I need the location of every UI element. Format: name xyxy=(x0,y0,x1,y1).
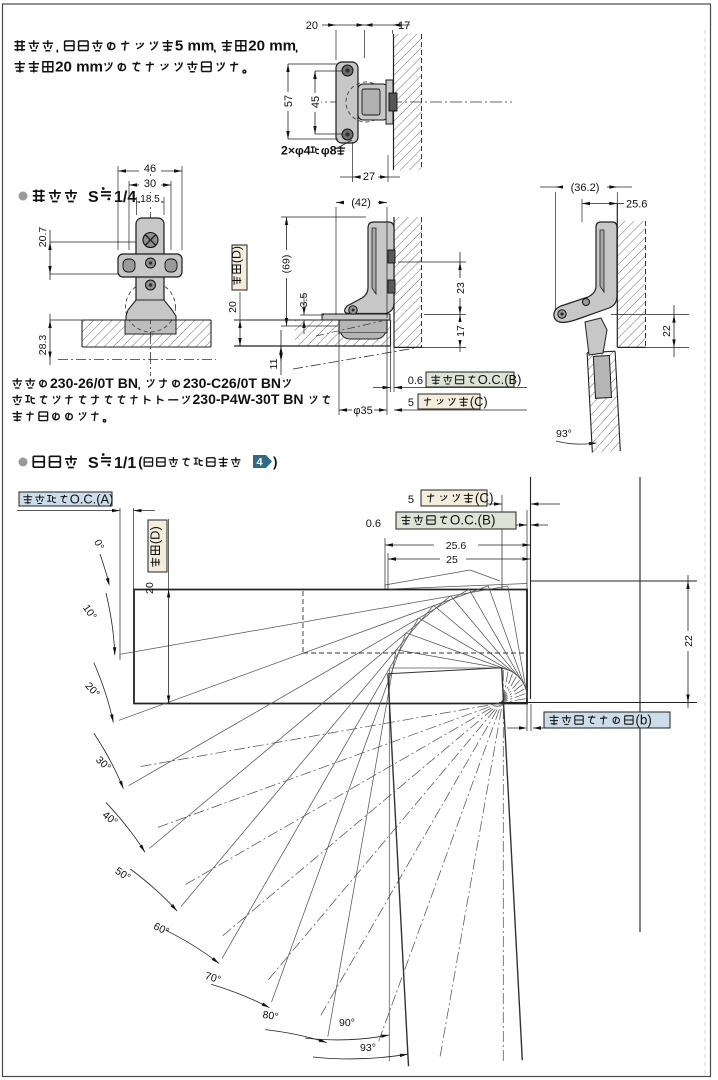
svg-text:46: 46 xyxy=(144,163,156,175)
svg-text:230-C26/0T BN: 230-C26/0T BN xyxy=(183,375,281,391)
svg-text:(42): (42) xyxy=(351,197,371,209)
svg-text:2×: 2× xyxy=(281,144,295,158)
svg-text:): ) xyxy=(273,454,277,469)
svg-text:(C): (C) xyxy=(470,394,488,409)
svg-text:φ4: φ4 xyxy=(295,144,311,158)
svg-text:20: 20 xyxy=(144,582,156,594)
svg-text:(D): (D) xyxy=(230,246,244,263)
svg-text:O.C.(B): O.C.(B) xyxy=(478,372,522,387)
svg-text:O.C.(B): O.C.(B) xyxy=(450,512,496,527)
svg-text:230-P4W-30T BN: 230-P4W-30T BN xyxy=(193,391,304,407)
svg-text:20 mm: 20 mm xyxy=(248,38,296,55)
svg-text:S: S xyxy=(88,455,99,472)
svg-text:45: 45 xyxy=(310,96,322,108)
svg-text:25.6: 25.6 xyxy=(626,199,647,211)
svg-text:90°: 90° xyxy=(339,1017,355,1029)
svg-text:230-26/0T BN: 230-26/0T BN xyxy=(50,375,138,391)
svg-text:φ8: φ8 xyxy=(321,144,337,158)
svg-text:27: 27 xyxy=(363,171,375,183)
svg-text:70°: 70° xyxy=(204,970,223,986)
svg-text:(b): (b) xyxy=(635,712,651,727)
svg-text:25: 25 xyxy=(446,554,458,566)
svg-text:(: ( xyxy=(138,454,143,469)
svg-text:20: 20 xyxy=(227,301,239,313)
svg-text:25.6: 25.6 xyxy=(446,540,467,552)
svg-text:S: S xyxy=(88,189,99,206)
svg-text:20: 20 xyxy=(306,20,318,32)
svg-text:93°: 93° xyxy=(556,428,572,440)
svg-text:0°: 0° xyxy=(91,538,106,552)
svg-text:(36.2): (36.2) xyxy=(571,182,600,194)
svg-text:(C): (C) xyxy=(475,490,494,505)
svg-text:(D): (D) xyxy=(147,526,162,544)
svg-text:30: 30 xyxy=(144,178,156,190)
svg-text:17: 17 xyxy=(455,325,467,337)
svg-text:4: 4 xyxy=(256,457,263,469)
svg-text:5: 5 xyxy=(408,494,414,506)
svg-text:O.C.(A): O.C.(A) xyxy=(70,491,114,506)
svg-text:22: 22 xyxy=(683,635,695,647)
svg-text:93°: 93° xyxy=(360,1042,376,1054)
svg-text:5 mm: 5 mm xyxy=(175,38,214,55)
svg-text:φ35: φ35 xyxy=(353,405,372,417)
svg-text:1/1: 1/1 xyxy=(114,455,136,472)
svg-text:(69): (69) xyxy=(281,255,293,274)
svg-text:20 mm: 20 mm xyxy=(55,59,103,76)
svg-text:11: 11 xyxy=(268,358,280,369)
svg-text:57: 57 xyxy=(283,95,295,107)
svg-text:1/4: 1/4 xyxy=(114,189,136,206)
svg-text:17: 17 xyxy=(398,20,410,32)
svg-text:0.6: 0.6 xyxy=(366,518,381,530)
svg-text:5: 5 xyxy=(408,397,414,409)
svg-text:22: 22 xyxy=(661,325,673,337)
svg-text:0.6: 0.6 xyxy=(408,375,423,387)
svg-text:23: 23 xyxy=(455,282,467,294)
svg-text:80°: 80° xyxy=(262,1009,280,1023)
svg-text:20.7: 20.7 xyxy=(37,227,49,248)
svg-text:18.5: 18.5 xyxy=(140,194,160,205)
svg-text:28.3: 28.3 xyxy=(37,335,49,356)
